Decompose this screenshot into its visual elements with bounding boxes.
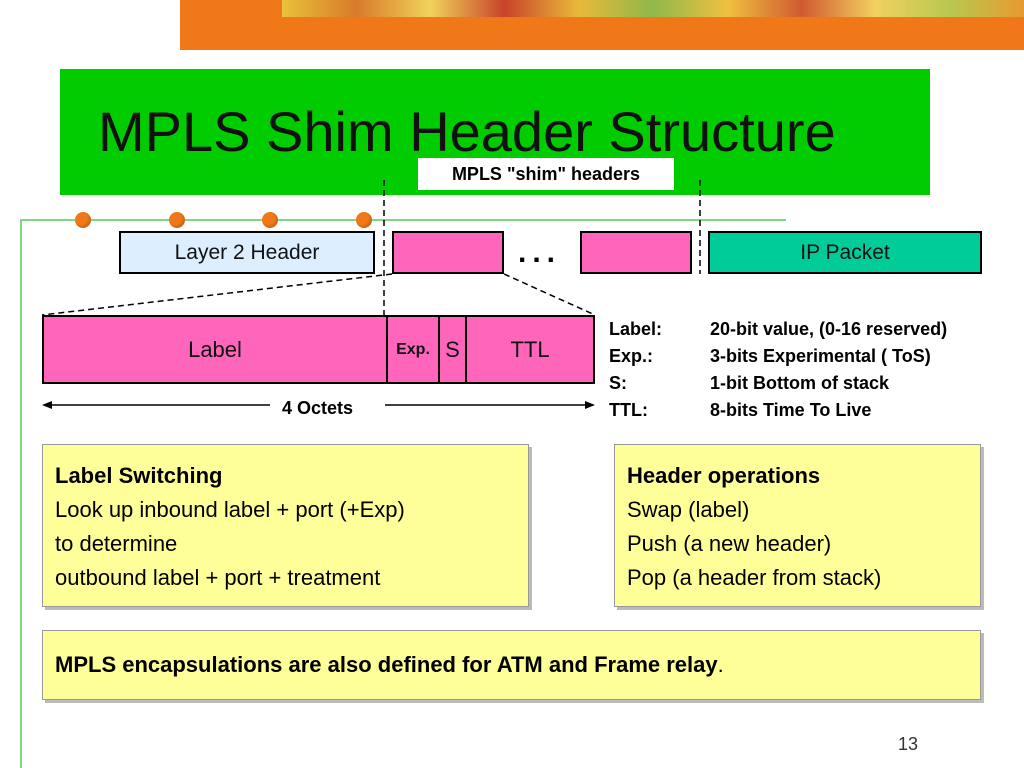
atm-note-box: MPLS encapsulations are also defined for…: [42, 630, 981, 700]
field-label: Label: [44, 317, 388, 382]
ip-packet-box: IP Packet: [708, 231, 982, 274]
bullet-dot-icon: [75, 212, 91, 228]
legend-key: TTL:: [609, 400, 648, 420]
shim-header-box-2: [580, 231, 692, 274]
header-size-label: 4 Octets: [282, 398, 354, 418]
header-operations-line: Swap (label): [627, 497, 750, 522]
label-switching-title: Label Switching: [55, 463, 223, 488]
layer2-header-box: Layer 2 Header: [119, 231, 375, 274]
legend-row: Exp.: 3-bits Experimental ( ToS): [609, 343, 947, 370]
legend-key: S:: [609, 373, 627, 393]
zoom-right-dashed-line: [503, 273, 596, 316]
legend-row: TTL: 8-bits Time To Live: [609, 397, 947, 424]
label-switching-line: to determine: [55, 531, 178, 556]
legend-row: Label: 20-bit value, (0-16 reserved): [609, 316, 947, 343]
legend-row: S: 1-bit Bottom of stack: [609, 370, 947, 397]
atm-note-text: MPLS encapsulations are also defined for…: [55, 652, 718, 677]
header-operations-line: Pop (a header from stack): [627, 565, 882, 590]
page-number: 13: [898, 734, 919, 754]
octets-right-arrowhead-icon: [585, 401, 595, 409]
header-operations-line: Push (a new header): [627, 531, 832, 556]
octets-left-arrowhead-icon: [42, 401, 52, 409]
legend-key: Exp.:: [609, 346, 654, 366]
field-s: S: [440, 317, 467, 382]
shim-headers-label: MPLS "shim" headers: [418, 158, 674, 190]
legend-desc: 20-bit value, (0-16 reserved): [710, 319, 948, 339]
label-switching-line: outbound label + port + treatment: [55, 565, 381, 590]
horizontal-rule: [20, 219, 786, 221]
zoom-left-dashed-line: [41, 273, 393, 316]
legend-desc: 3-bits Experimental ( ToS): [710, 346, 931, 366]
legend-desc: 1-bit Bottom of stack: [710, 373, 890, 393]
bullet-dot-icon: [262, 212, 278, 228]
header-operations-title: Header operations: [627, 463, 821, 488]
slide-title: MPLS Shim Header Structure: [98, 100, 836, 163]
label-switching-box: Label Switching Look up inbound label + …: [42, 444, 529, 607]
field-legend: Label: 20-bit value, (0-16 reserved) Exp…: [609, 316, 947, 424]
legend-desc: 8-bits Time To Live: [710, 400, 872, 420]
shim-header-fields: Label Exp. S TTL: [42, 315, 595, 384]
legend-key: Label:: [609, 319, 663, 339]
atm-note-period: .: [717, 652, 724, 677]
vertical-rule: [20, 219, 22, 768]
field-ttl: TTL: [510, 336, 550, 362]
ellipsis: ...: [518, 236, 562, 269]
field-exp: Exp.: [388, 317, 440, 382]
flower-strip-image: [282, 0, 1024, 17]
bullet-dot-icon: [169, 212, 185, 228]
shim-header-box-1: [392, 231, 504, 274]
label-switching-line: Look up inbound label + port (+Exp): [55, 497, 405, 522]
bullet-dot-icon: [356, 212, 372, 228]
header-operations-box: Header operations Swap (label) Push (a n…: [614, 444, 981, 607]
